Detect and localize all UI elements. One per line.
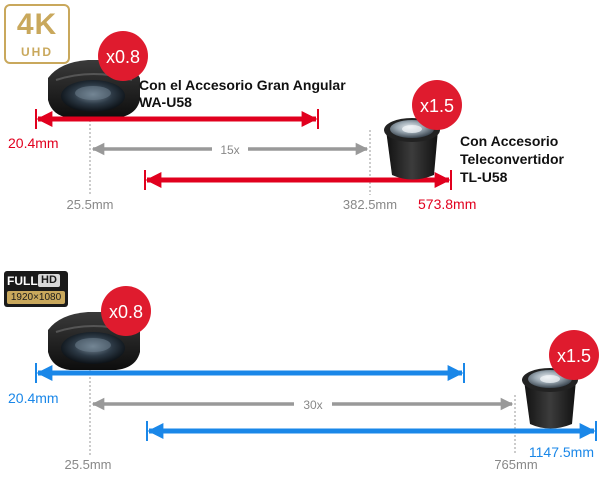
fhd-zoom-label-bg bbox=[294, 396, 332, 413]
fhd-tele-factor-badge: x1.5 bbox=[549, 330, 599, 380]
hd-logo-text: HD bbox=[38, 274, 60, 287]
uhd-wide-accessory-label-line1: Con el Accesorio Gran Angular bbox=[139, 77, 346, 93]
fhd-tele-focal-label: 1147.5mm bbox=[529, 444, 594, 460]
uhd-tele-factor-badge: x1.5 bbox=[412, 80, 462, 130]
full-hd-logo: FULL HD 1920×1080 bbox=[4, 271, 68, 307]
fhd-zoom-label: 30x bbox=[303, 398, 322, 412]
uhd-section: 15x x0.8 x1.5 Con el Accesorio Gran Angu… bbox=[8, 31, 565, 212]
resolution-logo-text: 1920×1080 bbox=[7, 291, 65, 304]
fhd-section: 30x x0.8 x1.5 20.4mm 25.5mm 765mm 1147.5… bbox=[8, 286, 599, 472]
uhd-tele-accessory-label-line1: Con Accesorio bbox=[460, 133, 558, 149]
uhd-wide-factor-text: x0.8 bbox=[106, 47, 140, 67]
4k-uhd-logo: 4K UHD bbox=[4, 4, 70, 64]
uhd-wide-accessory-label-line2: WA-U58 bbox=[139, 94, 192, 110]
uhd-zoom-label: 15x bbox=[220, 143, 239, 157]
fhd-wide-factor-badge: x0.8 bbox=[101, 286, 151, 336]
fhd-min-focal-label: 25.5mm bbox=[65, 457, 112, 472]
fhd-tele-factor-text: x1.5 bbox=[557, 346, 591, 366]
fhd-wide-focal-label: 20.4mm bbox=[8, 390, 59, 406]
uhd-logo-text: UHD bbox=[21, 45, 53, 59]
uhd-wide-focal-label: 20.4mm bbox=[8, 135, 59, 151]
uhd-tele-accessory-label-line3: TL-U58 bbox=[460, 169, 508, 185]
uhd-wide-factor-badge: x0.8 bbox=[98, 31, 148, 81]
4k-logo-text: 4K bbox=[16, 8, 58, 41]
uhd-min-focal-label: 25.5mm bbox=[67, 197, 114, 212]
full-hd-logo-text: FULL bbox=[7, 274, 38, 288]
uhd-max-focal-label: 382.5mm bbox=[343, 197, 397, 212]
uhd-zoom-label-bg bbox=[212, 141, 248, 158]
uhd-tele-accessory-label-line2: Teleconvertidor bbox=[460, 151, 565, 167]
uhd-tele-focal-label: 573.8mm bbox=[418, 196, 476, 212]
fhd-wide-factor-text: x0.8 bbox=[109, 302, 143, 322]
fhd-max-focal-label: 765mm bbox=[494, 457, 537, 472]
uhd-tele-factor-text: x1.5 bbox=[420, 96, 454, 116]
